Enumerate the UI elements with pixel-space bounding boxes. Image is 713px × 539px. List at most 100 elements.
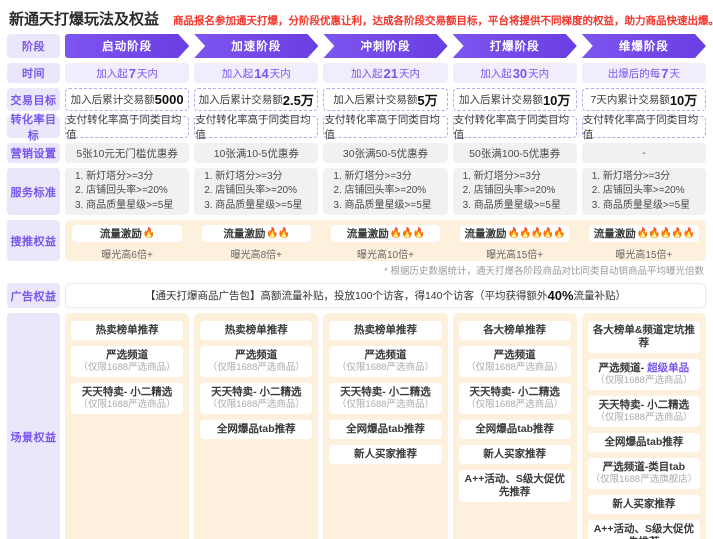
- traffic-boost-label: 流量激励: [593, 228, 636, 240]
- scene-benefit-block-chongci: 热卖榜单推荐 严选频道（仅限1688严选商品） 天天特卖- 小二精选（仅限168…: [323, 313, 448, 539]
- cvr-target-cell: 支付转化率高于同类目均值: [65, 114, 190, 141]
- scene-pill: 各大榜单&频道定坑推荐: [587, 321, 700, 353]
- scene-pill-title: 新人买家推荐: [483, 448, 547, 460]
- stage-arrow-weibao: 维爆阶段: [582, 34, 706, 58]
- time-text: 天内: [136, 67, 158, 80]
- scene-benefit-block-dabao: 各大榜单推荐 严选频道（仅限1688严选商品） 天天特卖- 小二精选（仅限168…: [452, 313, 577, 539]
- ads-text: 流量补贴）: [573, 290, 627, 302]
- search-benefit-cell: 流量激励🔥🔥🔥🔥🔥 曝光高15倍+: [582, 225, 706, 261]
- scene-pill-title: 各大榜单&频道定坑推荐: [592, 324, 695, 349]
- scene-pill-note: （仅限1688严选商品）: [466, 362, 564, 373]
- service-line: 2. 店铺回头率>=20%: [333, 185, 427, 197]
- scene-pill: 天天特卖- 小二精选（仅限1688严选商品）: [587, 396, 700, 427]
- scene-pill: 严选频道（仅限1688严选商品）: [329, 346, 442, 377]
- scene-pill: 新人买家推荐: [587, 495, 700, 514]
- search-benefit-cell: 流量激励🔥🔥 曝光高8倍+: [194, 225, 318, 261]
- gmv-text: 加入后累计交易额: [198, 94, 283, 106]
- service-line: 3. 商品质量星级>=5星: [75, 199, 174, 211]
- scene-pill-title: 天天特卖- 小二精选: [469, 386, 560, 398]
- fire-icons: 🔥🔥🔥: [389, 228, 425, 239]
- fire-icons: 🔥🔥🔥🔥🔥: [507, 228, 566, 239]
- scene-pill: 全网爆品tab推荐: [458, 420, 571, 439]
- row-label-marketing: 营销设置: [7, 143, 60, 163]
- time-number: 7: [661, 65, 669, 81]
- scene-pill-title: 天天特卖- 小二精选: [211, 386, 302, 398]
- exposure-text: 曝光高15倍+: [615, 250, 673, 261]
- scene-pill-title: A++活动、S级大促优先推荐: [593, 523, 695, 539]
- scene-pill-title: 严选频道: [493, 349, 536, 361]
- cvr-target-cell: 支付转化率高于同类目均值: [581, 114, 706, 141]
- scene-pill-title: A++活动、S级大促优先推荐: [464, 473, 565, 498]
- scene-pill-note: （仅限1688严选商品）: [595, 412, 693, 423]
- scene-pill: 严选频道-类目tab（仅限1688严选旗舰店）: [587, 458, 700, 489]
- fire-icons: 🔥🔥🔥🔥🔥: [636, 228, 695, 239]
- gmv-number: 10万: [542, 93, 571, 108]
- stage-arrow-qidong: 启动阶段: [65, 34, 189, 58]
- stage-arrow-jiasu: 加速阶段: [194, 34, 318, 58]
- scene-pill-title: 新人买家推荐: [612, 498, 676, 510]
- fire-icons: 🔥🔥: [266, 228, 290, 239]
- service-line: 2. 店铺回头率>=20%: [462, 185, 556, 197]
- ads-benefit-box: 【通天打爆商品广告包】高额流量补贴，投放100个访客，得140个访客（平均获得额…: [65, 283, 706, 308]
- page-subtitle: 商品报名参加通天打爆，分阶段优惠让利，达成各阶段交易额目标，平台将提供不同梯度的…: [173, 15, 713, 27]
- ads-bonus-percent: 40%: [547, 288, 574, 303]
- time-text: 天内: [269, 67, 291, 80]
- gmv-number: 2.5万: [282, 93, 314, 108]
- cvr-target-cell: 支付转化率高于同类目均值: [194, 114, 319, 141]
- time-text: 天内: [398, 67, 420, 80]
- scene-pill-title: 各大榜单推荐: [483, 324, 547, 336]
- scene-pill-title: 全网爆品tab推荐: [604, 436, 684, 448]
- service-line: 1. 新灯塔分>=3分: [462, 170, 541, 182]
- time-text: 加入起: [351, 67, 383, 80]
- traffic-boost-label: 流量激励: [99, 228, 142, 240]
- scene-pill: 天天特卖- 小二精选（仅限1688严选商品）: [71, 383, 184, 414]
- scene-pill: 全网爆品tab推荐: [329, 420, 442, 439]
- service-line: 1. 新灯塔分>=3分: [591, 170, 671, 182]
- scene-pill: 热卖榜单推荐: [71, 321, 184, 340]
- scene-pill-highlight: 超级单品: [647, 362, 690, 374]
- scene-pill-title: 严选频道: [235, 349, 278, 361]
- marketing-cell: 5张10元无门槛优惠券: [65, 143, 190, 163]
- search-benefit-cell: 流量激励🔥🔥🔥 曝光高10倍+: [323, 225, 447, 261]
- scene-pill-note: （仅限1688严选商品）: [78, 399, 176, 410]
- time-number: 7: [128, 65, 136, 81]
- scene-pill: 热卖榜单推荐: [200, 321, 313, 340]
- row-label-search: 搜推权益: [7, 220, 60, 261]
- row-label-scene: 场景权益: [7, 313, 60, 539]
- service-line: 3. 商品质量星级>=5星: [591, 199, 691, 211]
- scene-pill: 各大榜单推荐: [458, 321, 571, 340]
- header: 新通天打爆玩法及权益 商品报名参加通天打爆，分阶段优惠让利，达成各阶段交易额目标…: [7, 8, 713, 30]
- exposure-text: 曝光高6倍+: [101, 250, 153, 261]
- scene-pill-note: （仅限1688严选商品）: [207, 399, 305, 410]
- time-text: 加入起: [96, 67, 128, 80]
- scene-pill: 严选频道（仅限1688严选商品）: [200, 346, 313, 377]
- stage-arrow-chongci: 冲刺阶段: [323, 34, 447, 58]
- search-benefit-cell: 流量激励🔥🔥🔥🔥🔥 曝光高15倍+: [453, 225, 577, 261]
- scene-pill-title: 全网爆品tab推荐: [216, 423, 296, 435]
- scene-pill-title: 热卖榜单推荐: [224, 324, 288, 336]
- gmv-number: 5000: [154, 92, 184, 107]
- search-footnote: * 根据历史数据统计，通天打爆各阶段商品对比同类目动销商品平均曝光倍数: [384, 266, 704, 277]
- scene-pill: 严选频道- 超级单品（仅限1688严选商品）: [587, 359, 700, 390]
- gmv-text: 加入后累计交易额: [333, 94, 418, 106]
- scene-pill: A++活动、S级大促优先推荐: [458, 470, 571, 502]
- marketing-cell: 10张满10-5优惠券: [194, 143, 319, 163]
- exposure-text: 曝光高10倍+: [357, 250, 414, 261]
- service-line: 1. 新灯塔分>=3分: [333, 170, 412, 182]
- traffic-boost-label: 流量激励: [346, 228, 389, 240]
- marketing-cell: 30张满50-5优惠券: [323, 143, 448, 163]
- scene-pill-note: （仅限1688严选商品）: [336, 399, 435, 410]
- service-line: 2. 店铺回头率>=20%: [75, 185, 168, 197]
